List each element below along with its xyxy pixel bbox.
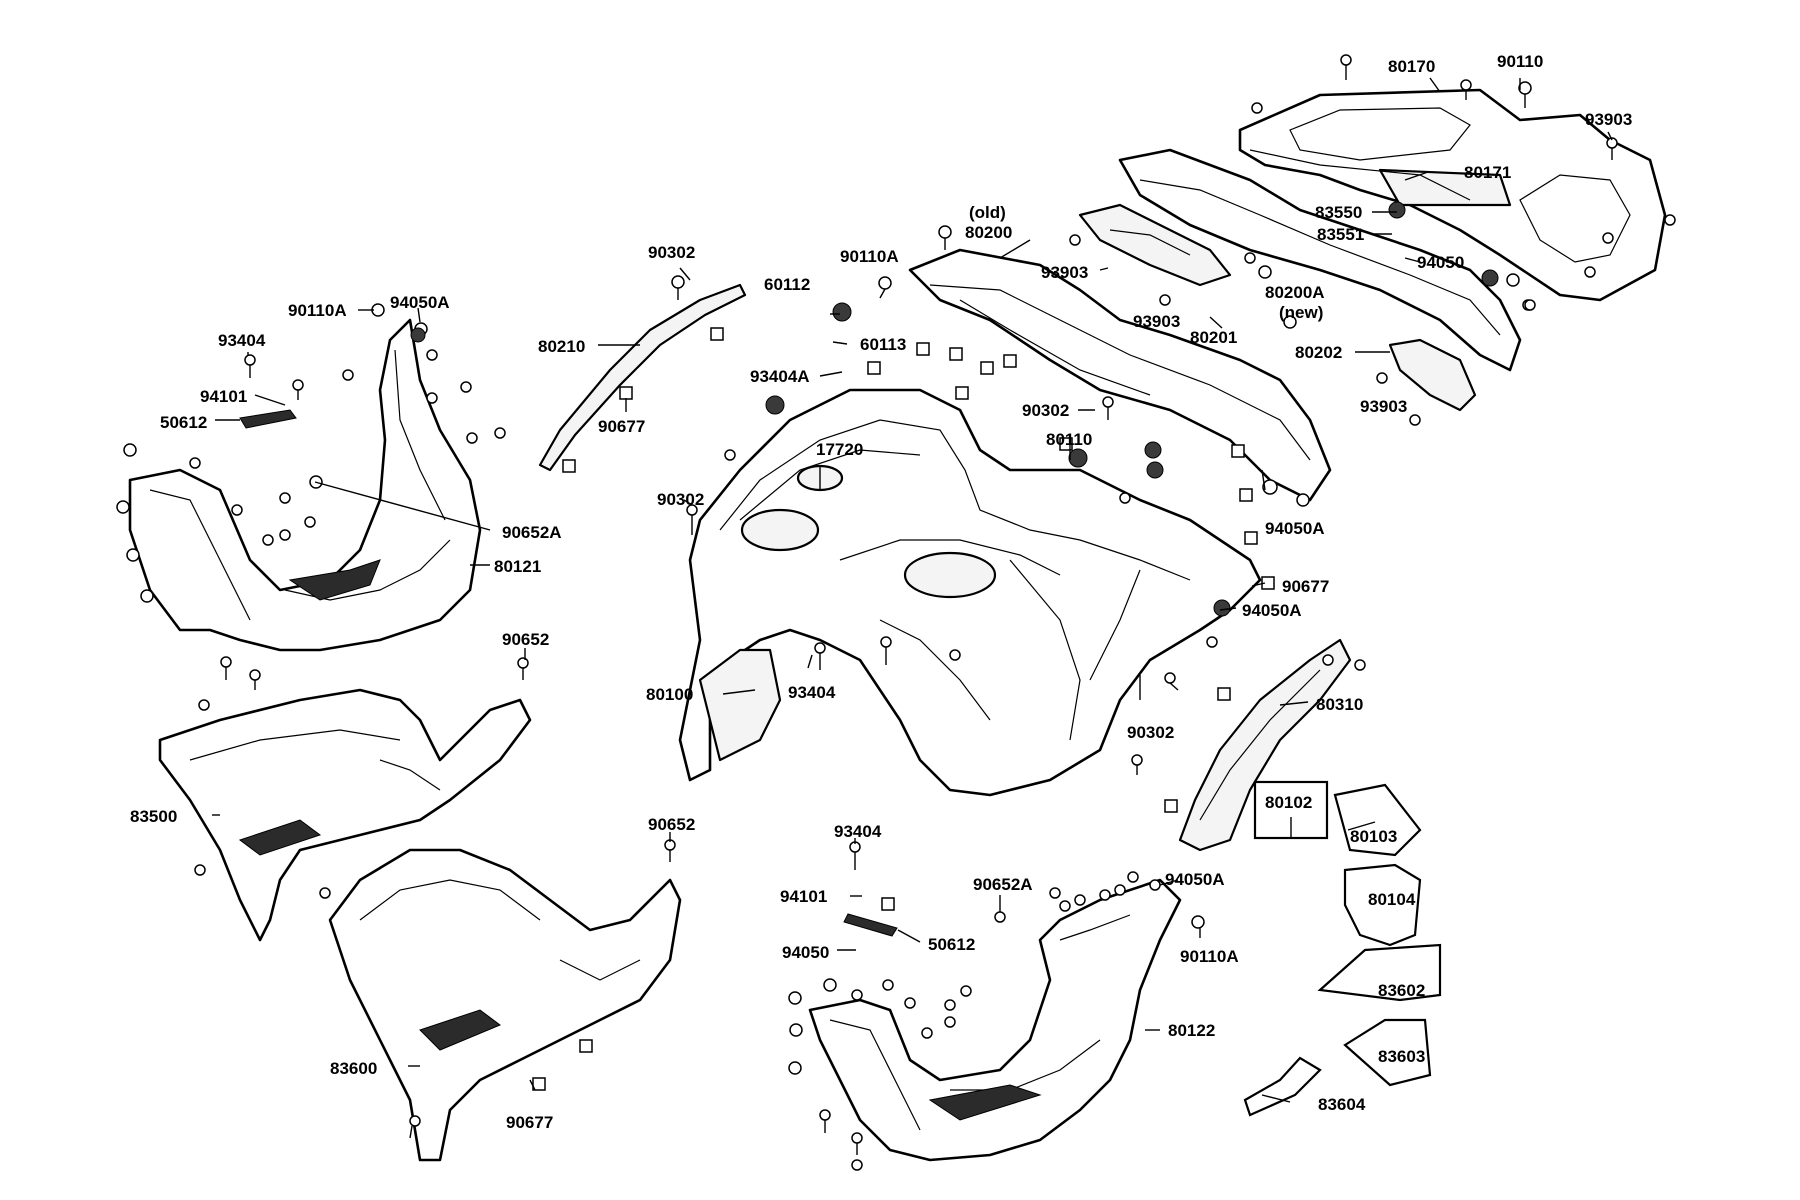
label-80202: 80202 [1295,343,1342,362]
label-80170: 80170 [1388,57,1435,76]
label-90677-top: 90677 [598,417,645,436]
label-60113: 60113 [860,335,906,354]
fender-flare-80310 [1178,638,1352,852]
label-80310: 80310 [1316,695,1363,714]
rear-fender-80200 [908,248,1332,502]
part-labels: 80170 90110 93903 80171 83550 83551 9405… [130,52,1632,1132]
label-60112: 60112 [764,275,810,294]
label-94050-top: 94050 [1417,253,1464,272]
right-footrest-80122 [808,878,1182,1162]
decal-80103 [1333,783,1422,857]
label-93903-top-right: 93903 [1585,110,1632,129]
label-80210: 80210 [538,337,585,356]
label-90110A-bottom: 90110A [1180,947,1239,966]
label-93903-mid1: 93903 [1041,263,1088,282]
rear-fender-80200A [1118,148,1522,372]
label-94050A-right: 94050A [1265,519,1325,538]
label-94101-bottom: 94101 [780,887,827,906]
main-body-80100 [678,388,1262,797]
decal-80104 [1343,863,1422,947]
label-80104: 80104 [1368,890,1416,909]
fasteners [116,54,1676,1171]
cover-83600 [328,848,682,1162]
label-90110: 90110 [1497,52,1543,71]
label-50612-left: 50612 [160,413,207,432]
label-94101-left: 94101 [200,387,247,406]
label-80171: 80171 [1464,163,1511,182]
label-83603: 83603 [1378,1047,1425,1066]
label-90110A-top: 90110A [840,247,899,266]
screw-icon [116,54,1676,1171]
label-90652-bottom: 90652 [648,815,695,834]
label-93404-bottom: 93404 [834,822,882,841]
label-80200A-new: (new) [1279,303,1323,322]
label-93404A: 93404A [750,367,810,386]
label-80100: 80100 [646,685,693,704]
left-footrest-80121 [128,318,482,652]
label-90302-bottom: 90302 [1127,723,1174,742]
label-90677-bottom: 90677 [506,1113,553,1132]
label-80200: 80200 [965,223,1012,242]
label-93404-left: 93404 [218,331,266,350]
decal-83604 [1243,1056,1322,1117]
label-80200A: 80200A [1265,283,1325,302]
label-90302-left: 90302 [657,490,704,509]
label-94050A-left: 94050A [390,293,450,312]
label-94050A-bottom: 94050A [1165,870,1225,889]
label-90652-left: 90652 [502,630,549,649]
rear-rack-80170 [1238,88,1667,302]
label-83604: 83604 [1318,1095,1366,1114]
label-90302-top: 90302 [648,243,695,262]
label-80122: 80122 [1168,1021,1215,1040]
label-90652A-left: 90652A [502,523,562,542]
side-rail-80210 [538,283,747,472]
label-80201: 80201 [1190,328,1237,347]
label-83550: 83550 [1315,203,1362,222]
label-90652A-bottom: 90652A [973,875,1033,894]
mud-flap-80202 [1388,338,1477,412]
label-83602: 83602 [1378,981,1425,1000]
label-83551: 83551 [1317,225,1364,244]
label-90677-right: 90677 [1282,577,1329,596]
label-83500: 83500 [130,807,177,826]
nut-icon [410,201,1499,617]
label-50612-bottom: 50612 [928,935,975,954]
rear-fender-80201 [1078,203,1232,287]
label-80102: 80102 [1265,793,1312,812]
leader-lines [212,77,1613,1103]
label-90110A-left: 90110A [288,301,347,320]
label-80121: 80121 [494,557,541,576]
label-83600: 83600 [330,1059,377,1078]
decal-83603 [1343,1018,1432,1087]
label-93903-right: 93903 [1360,397,1407,416]
label-17720: 17720 [816,440,863,459]
label-94050A-center: 94050A [1242,601,1302,620]
front-cover-83500 [158,688,532,942]
clip-icon [239,327,1275,1091]
label-80103: 80103 [1350,827,1397,846]
label-93404-center: 93404 [788,683,836,702]
decal-83602 [1317,943,1442,1002]
label-90302-center: 90302 [1022,401,1069,420]
label-80110: 80110 [1046,430,1092,449]
label-94050-bottom: 94050 [782,943,829,962]
label-93903-mid2: 93903 [1133,312,1180,331]
label-80200-old: (old) [969,203,1006,222]
